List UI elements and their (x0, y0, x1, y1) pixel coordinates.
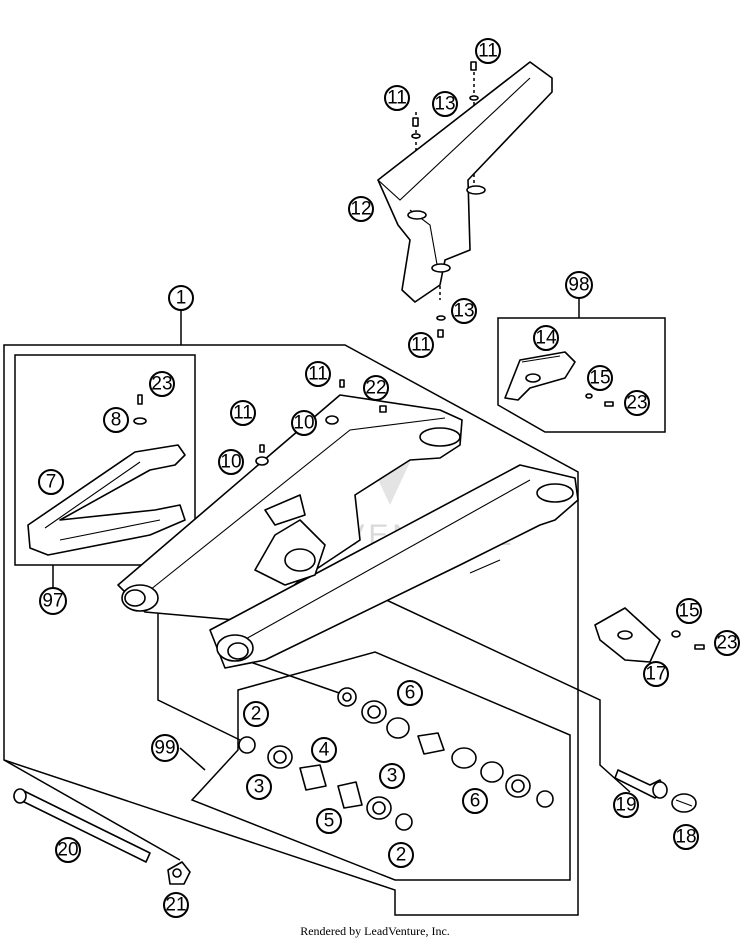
callout-98: 98 (565, 271, 593, 299)
callout-23-guard-kit: 23 (624, 390, 650, 416)
svg-text:11: 11 (308, 364, 328, 385)
callout-15-upper: 15 (587, 365, 613, 391)
svg-text:11: 11 (478, 41, 498, 62)
callout-10-right: 10 (291, 410, 317, 436)
svg-text:15: 15 (589, 368, 610, 389)
callout-14: 14 (533, 325, 559, 351)
chain-guide-part (594, 607, 705, 663)
svg-text:7: 7 (46, 472, 57, 493)
callout-11-arm-top: 11 (305, 361, 331, 387)
sprocket-guard-part (504, 351, 614, 407)
axle-hardware (13, 769, 697, 885)
callout-12: 12 (348, 196, 374, 222)
svg-text:17: 17 (645, 664, 666, 685)
bearing-kit-frame (190, 651, 571, 881)
callout-23-lower-right: 23 (714, 630, 740, 656)
svg-text:22: 22 (365, 378, 386, 399)
callout-7: 7 (38, 469, 64, 495)
callout-11-arm-left: 11 (230, 400, 256, 426)
svg-text:6: 6 (405, 683, 416, 704)
callout-11-top: 11 (475, 38, 501, 64)
svg-text:13: 13 (434, 94, 455, 115)
svg-text:1: 1 (176, 288, 187, 309)
callout-6-lower: 6 (462, 788, 488, 814)
svg-text:23: 23 (151, 374, 172, 395)
svg-text:6: 6 (470, 791, 481, 812)
svg-text:23: 23 (716, 633, 737, 654)
callout-13-lower: 13 (451, 298, 477, 324)
svg-text:5: 5 (324, 811, 335, 832)
svg-text:19: 19 (615, 795, 636, 816)
svg-text:2: 2 (251, 704, 262, 725)
callout-2-lower: 2 (388, 842, 414, 868)
callout-22: 22 (363, 375, 389, 401)
svg-text:13: 13 (453, 301, 474, 322)
svg-text:98: 98 (568, 275, 589, 296)
svg-text:18: 18 (675, 827, 696, 848)
callout-18: 18 (673, 824, 699, 850)
svg-text:10: 10 (293, 413, 314, 434)
svg-text:3: 3 (254, 777, 265, 798)
svg-text:8: 8 (111, 410, 122, 431)
callout-23-left-kit: 23 (149, 371, 175, 397)
svg-text:11: 11 (233, 403, 253, 424)
callout-6-upper: 6 (397, 680, 423, 706)
callout-20: 20 (55, 837, 81, 863)
svg-text:11: 11 (387, 88, 407, 109)
swingarm-assembly-frame (3, 344, 579, 916)
callout-99: 99 (151, 734, 179, 762)
chain-guard-kit-frame (497, 317, 666, 433)
svg-text:20: 20 (57, 840, 78, 861)
svg-text:97: 97 (42, 591, 63, 612)
bearing-kit-parts (238, 687, 554, 831)
svg-text:14: 14 (535, 328, 557, 349)
callout-11-guard-left: 11 (384, 85, 410, 111)
callout-1: 1 (168, 285, 194, 311)
chain-guard-part (377, 61, 553, 303)
callout-8: 8 (103, 407, 129, 433)
callout-15-lower: 15 (676, 598, 702, 624)
callout-3-left: 3 (246, 774, 272, 800)
callout-21: 21 (163, 892, 189, 918)
group-frames (3, 317, 666, 916)
callout-19: 19 (613, 792, 639, 818)
svg-text:23: 23 (626, 393, 647, 414)
callout-97: 97 (39, 587, 67, 615)
svg-text:12: 12 (350, 199, 371, 220)
render-credit: Rendered by LeadVenture, Inc. (300, 924, 450, 938)
guard-fasteners (411, 61, 479, 338)
callout-4: 4 (311, 737, 337, 763)
chain-slider-part (27, 394, 186, 556)
svg-text:99: 99 (154, 738, 175, 759)
svg-text:21: 21 (165, 895, 186, 916)
callout-11-guard-bottom: 11 (408, 332, 434, 358)
callout-13-upper: 13 (432, 91, 458, 117)
svg-text:4: 4 (319, 740, 330, 761)
callout-5: 5 (316, 808, 342, 834)
chain-guide-kit-frame (14, 354, 196, 566)
callout-3-right: 3 (379, 763, 405, 789)
callout-2-upper: 2 (243, 701, 269, 727)
swingarm-part (117, 379, 579, 669)
svg-text:3: 3 (387, 766, 398, 787)
svg-text:10: 10 (220, 452, 241, 473)
callout-10-left: 10 (218, 449, 244, 475)
svg-text:2: 2 (396, 845, 407, 866)
svg-text:15: 15 (678, 601, 699, 622)
svg-text:11: 11 (411, 335, 431, 356)
callout-17: 17 (643, 661, 669, 687)
